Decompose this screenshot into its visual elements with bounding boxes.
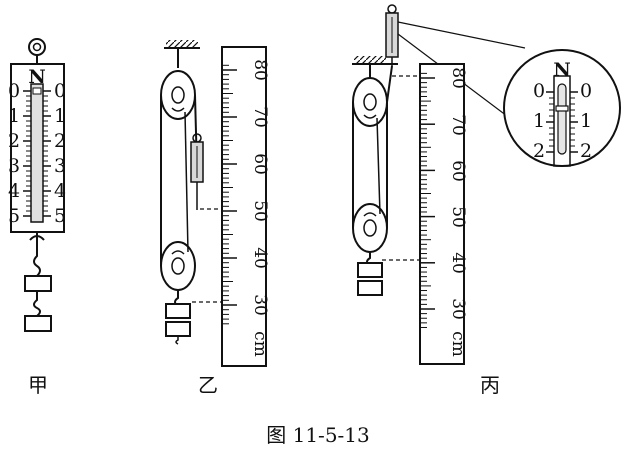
- scale-ring-icon: [28, 38, 46, 64]
- panel-label-yi: 乙: [198, 373, 218, 397]
- magnified-tick-right-2: 2: [580, 140, 592, 162]
- ruler-bing-ticks: [421, 72, 435, 328]
- ruler-bing-label-70: 70: [448, 114, 468, 136]
- movable-pulley-bing-icon: [352, 203, 388, 253]
- pulley-weight-bottom: [165, 321, 191, 337]
- magnified-tick-left-1: 1: [533, 110, 545, 132]
- ruler-yi-label-50: 50: [250, 200, 270, 222]
- ceiling-hatch: [166, 40, 198, 47]
- scale-tick-right-4: 4: [54, 180, 66, 202]
- panel-label-jia: 甲: [28, 373, 48, 397]
- scale-tick-left-0: 0: [8, 80, 20, 102]
- ruler-yi-ticks: [223, 64, 237, 325]
- magnified-pointer: [555, 105, 569, 112]
- scale-tick-left-5: 5: [8, 205, 20, 227]
- ruler-bing-label-30: 30: [448, 298, 468, 320]
- magnified-tick-right-1: 1: [580, 110, 592, 132]
- magnified-tick-marks: [546, 91, 578, 153]
- pulley-weight-top: [165, 303, 191, 319]
- ruler-yi: [221, 46, 267, 367]
- figure-caption: 图 11-5-13: [266, 423, 370, 447]
- movable-pulley-icon: [160, 241, 196, 291]
- ruler-yi-label-40: 40: [250, 247, 270, 269]
- spring-scale-pointer: [32, 87, 42, 95]
- scale-tick-right-1: 1: [54, 105, 66, 127]
- scale-tick-left-3: 3: [8, 155, 20, 177]
- small-spring-scale: [190, 133, 204, 210]
- magnified-tick-left-0: 0: [533, 80, 545, 102]
- ruler-yi-label-80: 80: [250, 59, 270, 81]
- scale-tick-right-5: 5: [54, 205, 66, 227]
- rope-bing-middle: [376, 117, 381, 215]
- pulley-bing-weight-top: [357, 262, 383, 278]
- magnified-tick-left-2: 2: [533, 140, 545, 162]
- ruler-bing-unit: cm: [448, 331, 468, 357]
- magnified-unit: N: [553, 59, 570, 81]
- fixed-pulley-icon: [160, 70, 196, 120]
- rope-bing-right: [386, 65, 393, 103]
- top-spring-scale: [385, 4, 399, 66]
- weight-connector-hook: [33, 291, 41, 317]
- ruler-bing: [419, 63, 465, 365]
- rope-middle: [184, 111, 189, 253]
- ruler-bing-label-40: 40: [448, 252, 468, 274]
- scale-tick-left-1: 1: [8, 105, 20, 127]
- ruler-bing-label-50: 50: [448, 206, 468, 228]
- ruler-yi-label-60: 60: [250, 153, 270, 175]
- scale-tick-right-0: 0: [54, 80, 66, 102]
- fixed-pulley-bing-icon: [352, 77, 388, 127]
- magnified-scale-view: N 0 1 2 0 1 2: [503, 49, 621, 167]
- panel-bing: 80 70 60 50 40 30 cm N 0 1 2 0 1 2: [352, 4, 621, 365]
- scale-tick-right-2: 2: [54, 130, 66, 152]
- pulley-bing-weight-bottom: [357, 280, 383, 296]
- scale-tick-left-2: 2: [8, 130, 20, 152]
- scale-tick-marks: [23, 90, 51, 217]
- panel-yi: 80 70 60 50 40 30 cm: [160, 40, 270, 367]
- spring-scale-slot: [30, 83, 44, 223]
- panel-jia: N 0 1 2 3 4 5 0 1 2 3 4 5: [8, 38, 66, 332]
- zoom-line-top: [397, 21, 526, 49]
- ceiling-hatch-bing: [354, 56, 386, 63]
- ruler-yi-unit: cm: [250, 331, 270, 357]
- panel-label-bing: 丙: [480, 373, 500, 397]
- ruler-bing-label-60: 60: [448, 160, 468, 182]
- weight-block-top: [24, 275, 52, 292]
- ruler-yi-label-70: 70: [250, 106, 270, 128]
- scale-tick-right-3: 3: [54, 155, 66, 177]
- weight-block-bottom: [24, 315, 52, 332]
- magnified-tick-right-0: 0: [580, 80, 592, 102]
- ruler-yi-label-30: 30: [250, 294, 270, 316]
- scale-unit-label: N: [28, 66, 45, 88]
- ruler-bing-label-80: 80: [448, 67, 468, 89]
- scale-hook-icon: [29, 232, 45, 277]
- scale-tick-left-4: 4: [8, 180, 20, 202]
